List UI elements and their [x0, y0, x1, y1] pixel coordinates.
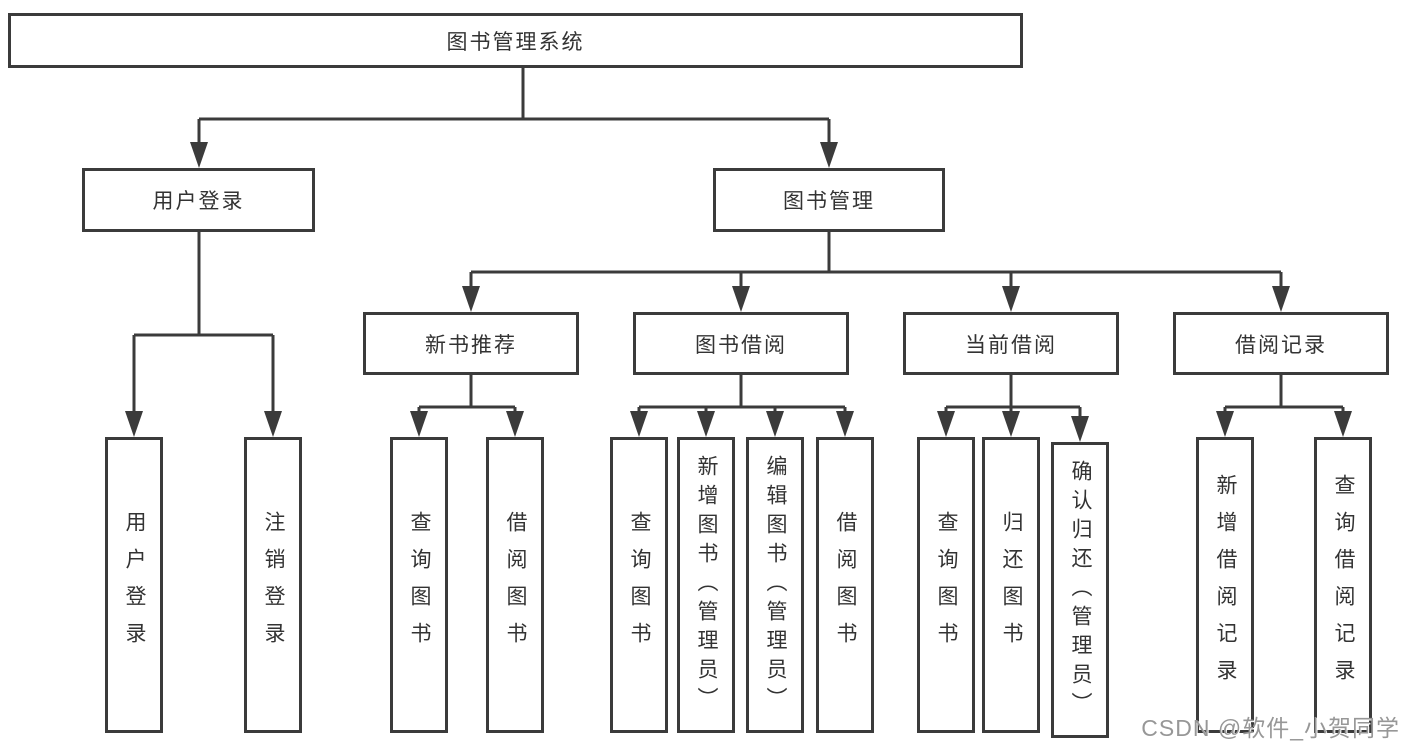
connector-borrow-records-to-leaves [1216, 375, 1352, 437]
leaf-current-return-books: 归还图书 [982, 437, 1040, 733]
leaf-records-add-record: 新增借阅记录 [1196, 437, 1254, 733]
leaf-borrow-add-books-admin: 新增图书（管理员） [677, 437, 735, 733]
leaf-records-query-record: 查询借阅记录 [1314, 437, 1372, 733]
leaf-borrow-borrow-books: 借阅图书 [816, 437, 874, 733]
leaf-borrow-edit-books-admin: 编辑图书（管理员） [746, 437, 804, 733]
leaf-newbook-query-books: 查询图书 [390, 437, 448, 733]
leaf-newbook-borrow-books: 借阅图书 [486, 437, 544, 733]
leaf-user-login: 用户登录 [105, 437, 163, 733]
leaf-current-query-books: 查询图书 [917, 437, 975, 733]
connector-book-mgmt-to-level3 [462, 232, 1290, 312]
connector-root-to-level2 [190, 67, 838, 168]
node-user-login: 用户登录 [82, 168, 315, 232]
node-borrow-records: 借阅记录 [1173, 312, 1389, 375]
leaf-current-confirm-return-admin: 确认归还（管理员） [1051, 442, 1109, 738]
node-new-book-recommend: 新书推荐 [363, 312, 579, 375]
csdn-watermark: CSDN @软件_小贺同学 [1141, 715, 1400, 741]
node-book-management: 图书管理 [713, 168, 945, 232]
node-book-borrow: 图书借阅 [633, 312, 849, 375]
node-root-library-system: 图书管理系统 [8, 13, 1023, 68]
connector-current-borrow-to-leaves [937, 375, 1089, 442]
leaf-borrow-query-books: 查询图书 [610, 437, 668, 733]
connector-book-borrow-to-leaves [630, 375, 854, 437]
leaf-logout: 注销登录 [244, 437, 302, 733]
connector-new-book-to-leaves [410, 375, 524, 437]
node-current-borrow: 当前借阅 [903, 312, 1119, 375]
connector-user-login-to-leaves [125, 232, 282, 437]
